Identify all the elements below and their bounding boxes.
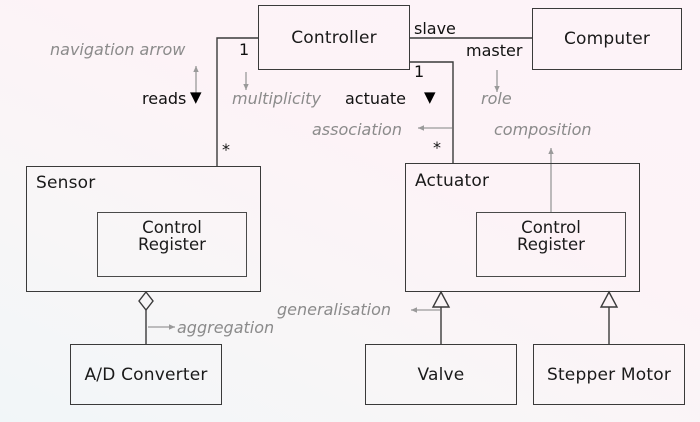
- annotation-role: role: [481, 89, 512, 108]
- navigation-arrow-icon-reads: ▼: [190, 88, 202, 106]
- class-title-computer: Computer: [563, 29, 651, 49]
- actuator-register-line1: Control: [521, 218, 581, 237]
- class-box-actuator[interactable]: [405, 163, 640, 292]
- class-box-actuator-control-register[interactable]: [476, 212, 626, 277]
- edge-label-reads: reads: [142, 89, 187, 108]
- annotation-aggregation: aggregation: [177, 318, 275, 337]
- annotation-composition: composition: [494, 120, 592, 139]
- navigation-arrow-icon-actuate: ▼: [424, 88, 436, 106]
- class-box-stepper-motor[interactable]: [533, 344, 685, 405]
- edge-sensor-adconverter-aggregation: [138, 290, 154, 344]
- class-title-actuator: Actuator: [415, 171, 490, 191]
- class-box-ad-converter[interactable]: [70, 344, 222, 405]
- annotation-association: association: [312, 120, 402, 139]
- annotation-generalisation: generalisation: [277, 300, 392, 319]
- class-title-valve: Valve: [417, 365, 465, 385]
- class-title-controller: Controller: [291, 28, 377, 48]
- class-title-sensor: Sensor: [36, 173, 96, 193]
- class-box-sensor-control-register[interactable]: [97, 212, 247, 277]
- edge-actuator-valve-generalisation: [431, 290, 451, 344]
- class-title-ad-converter: A/D Converter: [84, 365, 208, 385]
- multiplicity-controller-sensor-many: *: [222, 140, 230, 159]
- class-box-controller[interactable]: [258, 5, 410, 70]
- class-box-valve[interactable]: [365, 344, 517, 405]
- multiplicity-controller-sensor-one: 1: [239, 40, 250, 59]
- multiplicity-controller-actuator-many: *: [433, 138, 441, 157]
- edge-label-master: master: [466, 41, 523, 60]
- sensor-register-line2: Register: [138, 235, 206, 255]
- edge-controller-sensor: [216, 37, 258, 166]
- class-title-sensor-control-register: Control Register: [97, 219, 247, 254]
- sensor-register-line1: Control: [142, 218, 202, 237]
- annotation-multiplicity: multiplicity: [232, 89, 321, 108]
- class-title-actuator-control-register: Control Register: [476, 219, 626, 254]
- class-box-computer[interactable]: [532, 8, 682, 70]
- edge-controller-actuator: [410, 61, 454, 163]
- actuator-register-line2: Register: [517, 235, 585, 255]
- edge-actuator-steppermotor-generalisation: [599, 290, 619, 344]
- class-title-stepper-motor: Stepper Motor: [546, 365, 672, 385]
- edge-label-actuate: actuate: [345, 89, 406, 108]
- multiplicity-controller-actuator-one: 1: [414, 62, 425, 81]
- annotation-navigation-arrow: navigation arrow: [50, 40, 186, 59]
- edge-label-slave: slave: [414, 19, 456, 38]
- class-box-sensor[interactable]: [26, 166, 261, 292]
